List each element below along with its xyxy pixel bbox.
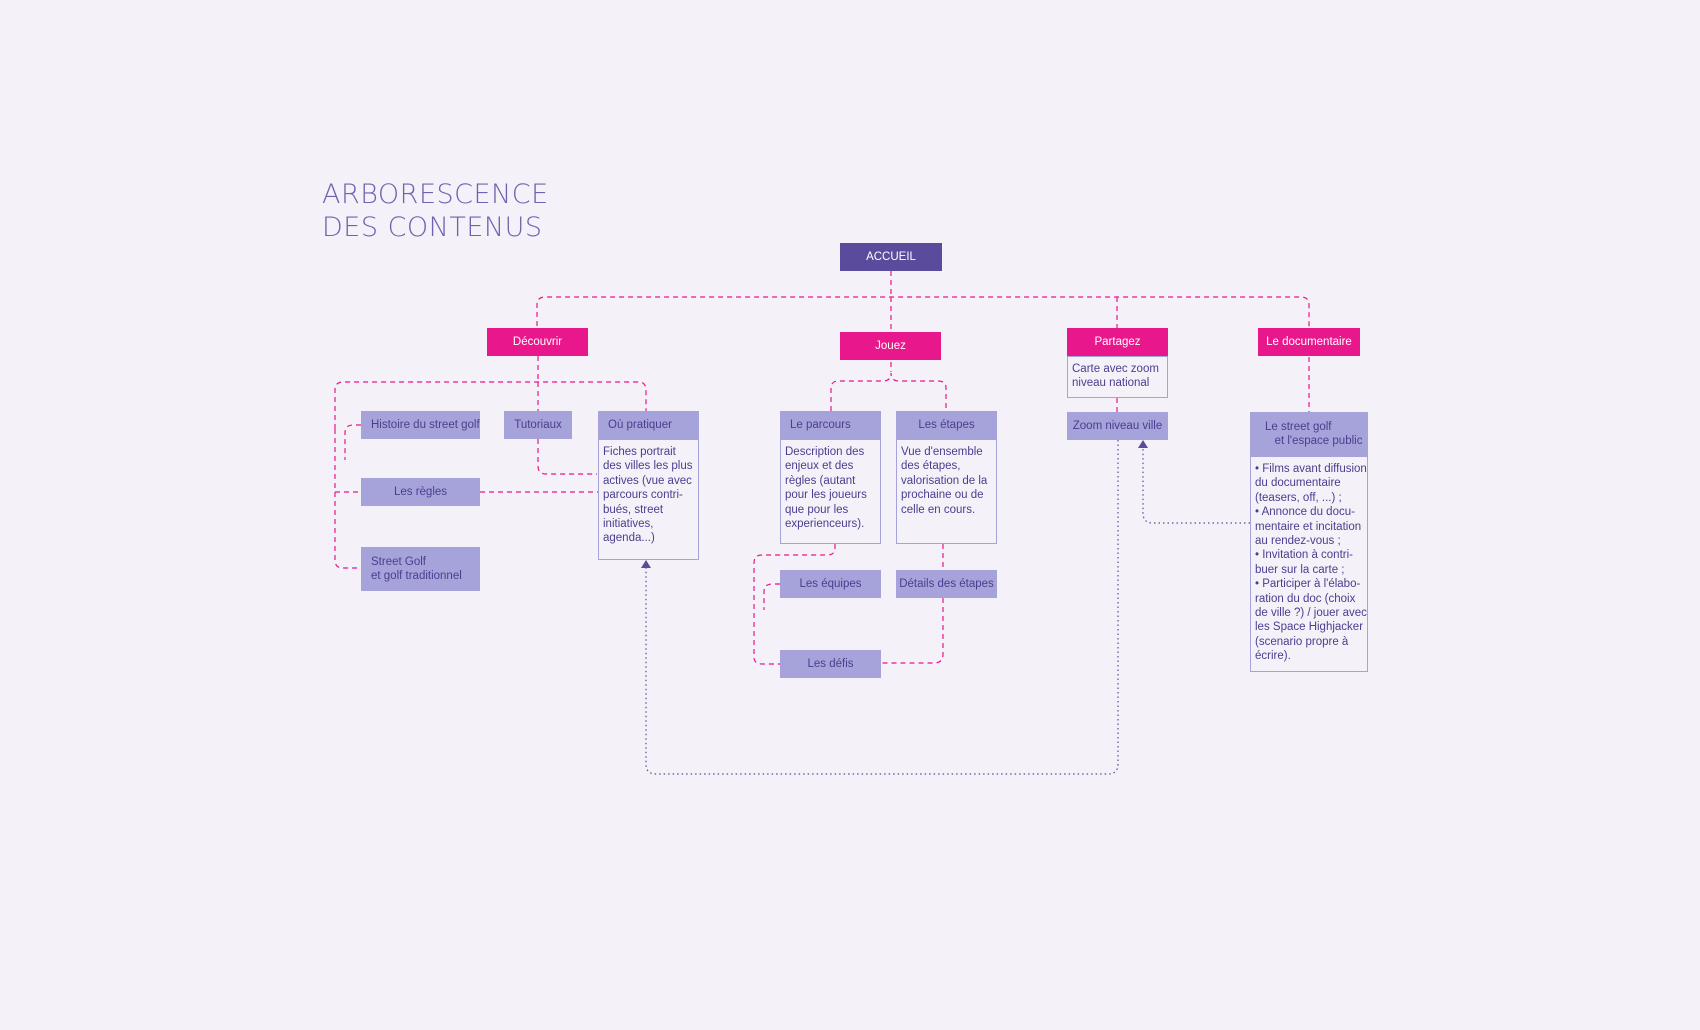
connector-histoire: [344, 424, 361, 460]
node-accueil[interactable]: ACCUEIL: [840, 243, 942, 271]
node-documentaire[interactable]: Le documentaire: [1258, 328, 1360, 356]
connector-details-down: [882, 598, 944, 664]
connector-decouvrir-bar: [334, 381, 647, 429]
node-les-defis[interactable]: Les défis: [780, 650, 881, 678]
desc-carte-zoom-national: Carte avec zoom niveau national: [1067, 356, 1168, 398]
arrow-up-zoom-ville: [1138, 440, 1148, 448]
connector-left-rail: [334, 429, 361, 569]
desc-le-parcours: Description des enjeux et des règles (au…: [780, 439, 881, 544]
node-ou-pratiquer[interactable]: Où pratiquer: [598, 411, 699, 439]
desc-ou-pratiquer: Fiches portrait des villes les plus acti…: [598, 439, 699, 560]
node-histoire-street-golf[interactable]: Histoire du street golf: [361, 411, 480, 439]
connector-jouez-split: [830, 372, 947, 411]
node-jouez[interactable]: Jouez: [840, 332, 941, 360]
arrow-up-ou-pratiquer: [641, 560, 651, 568]
title-line-1: ARBORESCENCE: [322, 179, 549, 210]
connector-doc-zoom: [1142, 446, 1250, 524]
node-tutoriaux[interactable]: Tutoriaux: [504, 411, 572, 439]
connector-zoom-ou-pratiquer: [645, 440, 1119, 775]
connector-bar: [536, 296, 1310, 328]
node-partagez[interactable]: Partagez: [1067, 328, 1168, 356]
connector-tutoriaux-loop: [537, 439, 597, 475]
desc-documentaire: • Films avant diffusion du documentaire …: [1250, 456, 1368, 672]
node-les-regles[interactable]: Les règles: [361, 478, 480, 506]
node-details-des-etapes[interactable]: Détails des étapes: [896, 570, 997, 598]
connector-equipes: [763, 583, 780, 610]
node-les-equipes[interactable]: Les équipes: [780, 570, 881, 598]
node-street-golf-traditionnel[interactable]: Street Golf et golf traditionnel: [361, 547, 480, 591]
desc-les-etapes: Vue d'ensemble des étapes, valorisation …: [896, 439, 997, 544]
node-les-etapes[interactable]: Les étapes: [896, 411, 997, 439]
node-decouvrir[interactable]: Découvrir: [487, 328, 588, 356]
title-line-2: DES CONTENUS: [322, 212, 543, 243]
node-zoom-niveau-ville[interactable]: Zoom niveau ville: [1067, 412, 1168, 440]
page-title: ARBORESCENCE DES CONTENUS: [322, 178, 549, 244]
node-le-parcours[interactable]: Le parcours: [780, 411, 881, 439]
connector-parcours-down: [753, 544, 836, 665]
node-street-golf-espace-public[interactable]: Le street golf et l'espace public: [1250, 412, 1368, 456]
